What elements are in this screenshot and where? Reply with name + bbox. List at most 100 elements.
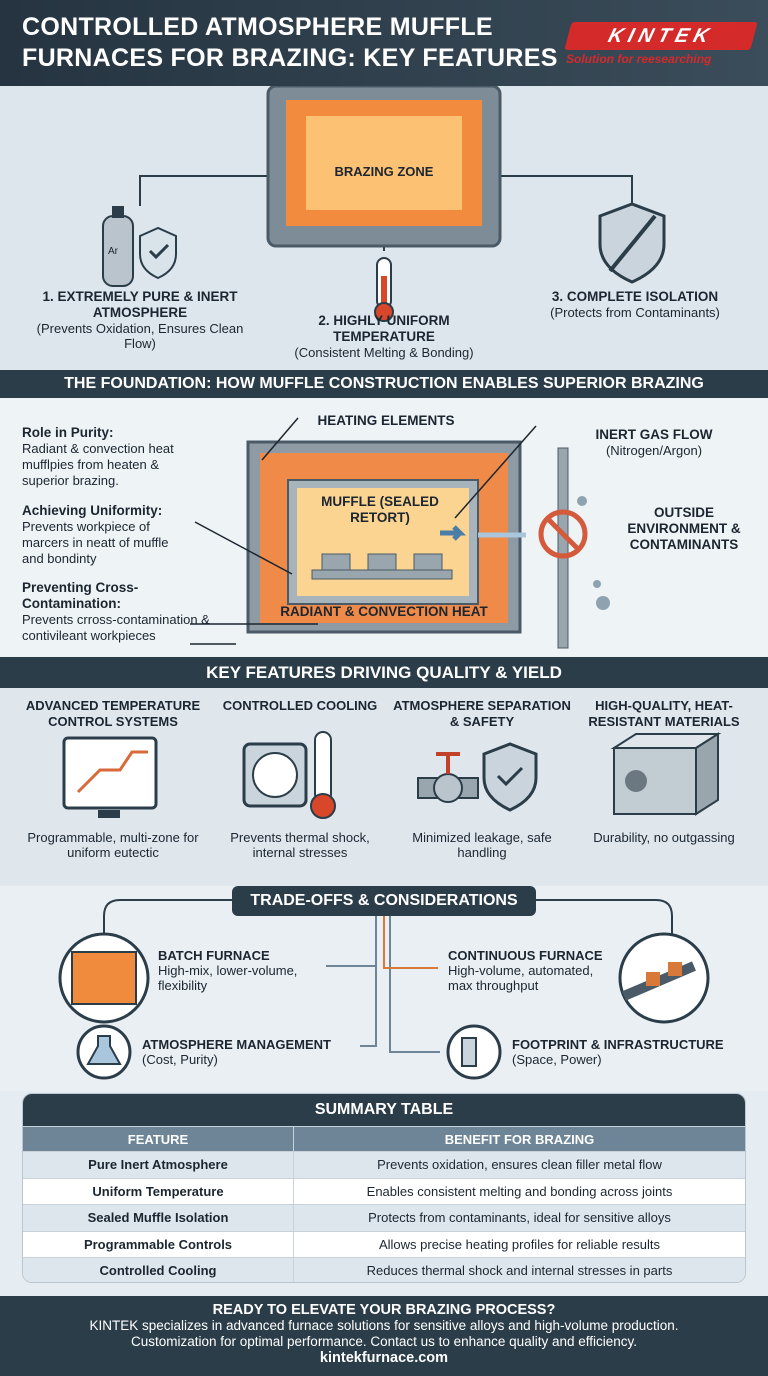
cell-feature: Controlled Cooling [23,1258,294,1282]
footer-line-1: KINTEK specializes in advanced furnace s… [89,1318,679,1333]
point-title: Preventing Cross-Contamination: [22,580,139,611]
cell-benefit: Protects from contaminants, ideal for se… [368,1210,671,1225]
table-row: Programmable Controls Allows precise heat… [23,1230,745,1257]
heat-label: RADIANT & CONVECTION HEAT [280,604,488,619]
block-icon [610,732,722,816]
heating-elements-label: HEATING ELEMENTS [317,413,455,428]
point-uniformity: Achieving Uniformity:Prevents workpiece … [22,503,192,567]
summary-title: SUMMARY TABLE [23,1094,745,1126]
point-title: Role in Purity: [22,425,114,440]
point-cross-contamination: Preventing Cross-Contamination:Prevents … [22,580,232,644]
feature-title: ADVANCED TEMPERATURE CONTROL SYSTEMS [25,698,201,729]
cell-feature: Programmable Controls [23,1231,294,1257]
point-purity: Role in Purity:Radiant & convection heat… [22,425,202,489]
cell-benefit: Reduces thermal shock and internal stres… [366,1263,673,1278]
tradeoff-desc: (Cost, Purity) [142,1052,218,1067]
tradeoffs-banner: TRADE-OFFS & CONSIDERATIONS [232,886,536,916]
table-row: Sealed Muffle Isolation Protects from con… [23,1204,745,1231]
title-line-2: FURNACES FOR BRAZING: KEY FEATURES [22,44,558,72]
feature-desc: (Consistent Melting & Bonding) [294,345,474,360]
point-text: Radiant & convection heat mufflpies from… [22,441,174,488]
feature-title: 1. EXTREMELY PURE & INERT ATMOSPHERE [42,289,238,320]
feature-desc: Minimized leakage, safe handling [412,830,552,860]
page-title: CONTROLLED ATMOSPHERE MUFFLE FURNACES FOR… [22,12,558,74]
monitor-chart-icon [62,736,158,818]
tradeoff-title: ATMOSPHERE MANAGEMENT [142,1037,331,1052]
fan-thermometer-icon [242,731,336,819]
valve-shield-icon [417,742,538,812]
feature-atmosphere-separation: ATMOSPHERE SEPARATION & SAFETY Minimized … [392,698,572,860]
blocked-icon [538,509,588,559]
footer-line-2: Customization for optimal performance. C… [130,1334,638,1349]
tradeoff-title: FOOTPRINT & INFRASTRUCTURE [512,1037,724,1052]
tradeoff-desc: High-mix, lower-volume, flexibility [158,963,298,993]
feature-title: CONTROLLED COOLING [222,698,378,713]
tradeoff-atmosphere: ATMOSPHERE MANAGEMENT(Cost, Purity) [142,1037,362,1067]
tradeoff-desc: High-volume, automated, max throughput [448,963,594,993]
footer-url-link[interactable]: kintekfurnace.com [319,1350,449,1366]
tradeoffs-diagram [58,899,710,1080]
overview-diagram [102,86,666,322]
feature-title: 2. HIGHLY UNIFORM TEMPERATURE [318,313,450,344]
point-title: Achieving Uniformity: [22,503,163,518]
gas-cylinder-shield-icon [102,206,177,287]
feature-uniform-temperature: 2. HIGHLY UNIFORM TEMPERATURE(Consistent… [274,313,494,360]
thermometer-icon [374,257,394,322]
feature-controlled-cooling: CONTROLLED COOLING Prevents thermal shock… [210,698,390,860]
feature-title: HIGH-QUALITY, HEAT-RESISTANT MATERIALS [588,698,740,729]
tradeoff-footprint: FOOTPRINT & INFRASTRUCTURE(Space, Power) [512,1037,752,1067]
cell-benefit: Enables consistent melting and bonding a… [366,1183,673,1199]
leader-lines [190,417,537,645]
feature-desc: Prevents thermal shock, internal stresse… [230,830,370,860]
logo-tagline: Solution for reesearching [566,52,712,66]
feature-title: 3. COMPLETE ISOLATION [551,289,719,304]
features-icons [62,731,722,819]
gas-flow-label: INERT GAS FLOW(Nitrogen/Argon) [584,427,724,458]
point-text: Prevents workpiece of marcers in neatt o… [22,519,169,566]
flask-icon [76,1024,132,1080]
feature-materials: HIGH-QUALITY, HEAT-RESISTANT MATERIALS Du… [574,698,754,845]
point-text: Prevents crross-contamination & contivil… [22,612,210,643]
batch-furnace-icon [58,932,150,1024]
wall [557,447,569,649]
gas-label: Ar [108,246,118,257]
feature-desc: Programmable, multi-zone for uniform eut… [27,830,199,860]
conveyor-icon [618,932,710,1024]
header-feature: FEATURE [23,1127,294,1151]
cell-feature: Sealed Muffle Isolation [23,1205,294,1231]
footer: READY TO ELEVATE YOUR BRAZING PROCESS? K… [0,1296,768,1376]
feature-desc: Durability, no outgassing [593,830,735,845]
feature-temperature-control: ADVANCED TEMPERATURE CONTROL SYSTEMS Prog… [23,698,203,860]
feature-desc: (Protects from Contaminants) [550,305,720,320]
title-line-1: CONTROLLED ATMOSPHERE MUFFLE [22,13,493,41]
cell-benefit: Allows precise heating profiles for reli… [378,1236,661,1252]
shield-no-contaminant-icon [598,202,666,284]
cell-feature: Uniform Temperature [23,1178,294,1204]
muffle-diagram [190,417,610,649]
table-row: Controlled Cooling Reduces thermal shock … [23,1257,745,1282]
tradeoff-title: CONTINUOUS FURNACE [448,948,603,963]
cell-benefit: Prevents oxidation, ensures clean filler… [377,1157,662,1172]
footer-heading: READY TO ELEVATE YOUR BRAZING PROCESS? [212,1302,556,1318]
feature-title: ATMOSPHERE SEPARATION & SAFETY [393,698,571,729]
feature-pure-atmosphere: 1. EXTREMELY PURE & INERT ATMOSPHERE(Pre… [30,289,250,351]
gas-sub: (Nitrogen/Argon) [605,443,703,458]
features-banner: KEY FEATURES DRIVING QUALITY & YIELD [0,657,768,688]
cell-feature: Pure Inert Atmosphere [23,1152,294,1178]
table-row: Uniform Temperature Enables consistent me… [23,1177,745,1204]
gas-flow-arrow [440,525,467,541]
kintek-logo: KINTEK [564,22,758,50]
foundation-banner: THE FOUNDATION: HOW MUFFLE CONSTRUCTION … [0,370,768,398]
feature-desc: (Prevents Oxidation, Ensures Clean Flow) [36,321,244,351]
table-row: Pure Inert Atmosphere Prevents oxidation,… [23,1151,745,1178]
gas-title: INERT GAS FLOW [595,427,713,442]
muffle-label: MUFFLE (SEALED RETORT) [321,494,439,525]
brazing-zone-label: BRAZING ZONE [334,164,434,179]
building-icon [446,1024,502,1080]
tradeoff-desc: (Space, Power) [512,1052,602,1067]
feature-isolation: 3. COMPLETE ISOLATION(Protects from Cont… [530,289,740,320]
